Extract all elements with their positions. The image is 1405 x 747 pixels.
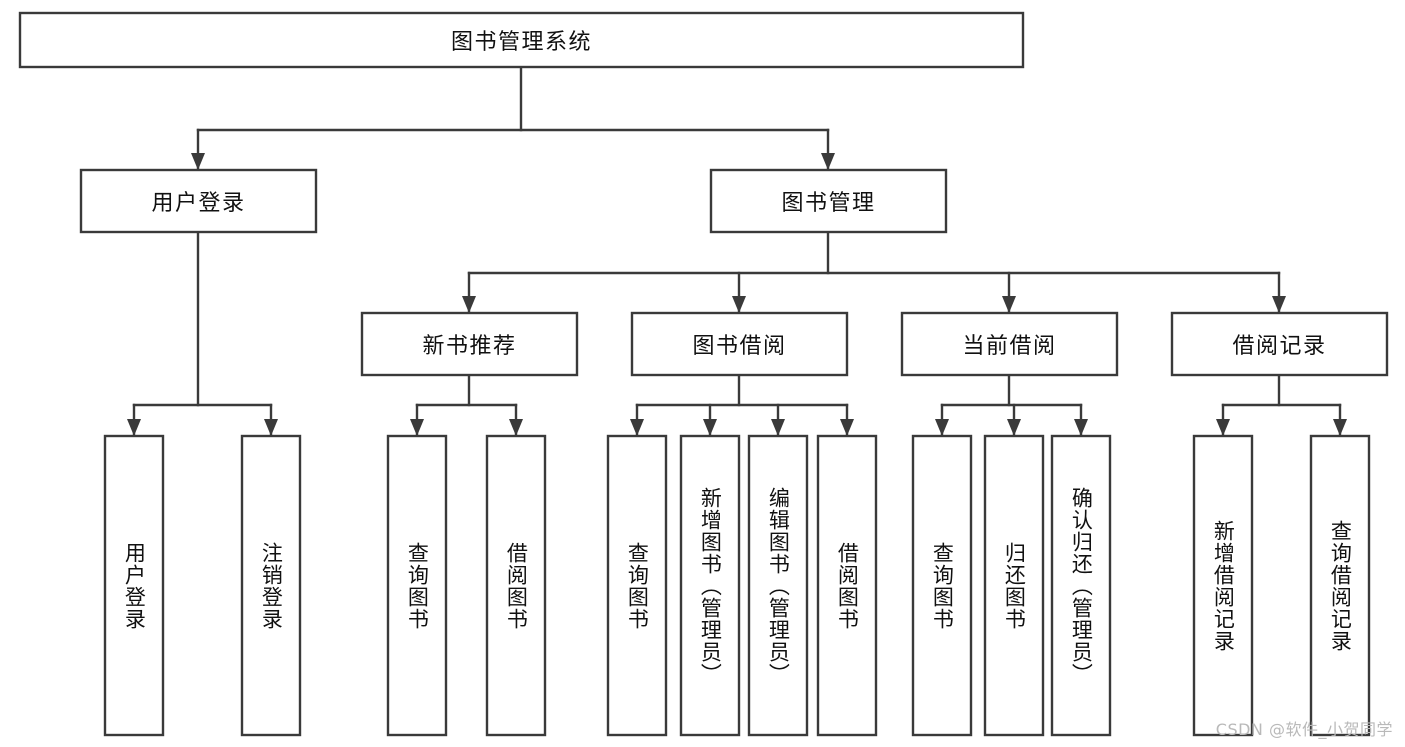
- arrowhead-icon: [462, 296, 476, 313]
- leaf-node-0-box[interactable]: [103, 434, 165, 737]
- level2-node-3-box[interactable]: [1170, 311, 1389, 377]
- arrowhead-icon: [935, 419, 949, 436]
- root-node-box[interactable]: [18, 11, 1025, 69]
- arrowhead-icon: [840, 419, 854, 436]
- arrowhead-icon: [703, 419, 717, 436]
- arrowhead-icon: [732, 296, 746, 313]
- leaf-node-4-box[interactable]: [606, 434, 668, 737]
- arrowhead-icon: [191, 153, 205, 170]
- leaf-node-7-box[interactable]: [816, 434, 878, 737]
- level2-node-1-box[interactable]: [630, 311, 849, 377]
- arrowhead-icon: [127, 419, 141, 436]
- leaf-node-11-box[interactable]: [1192, 434, 1254, 737]
- leaf-node-3-box[interactable]: [485, 434, 547, 737]
- arrowhead-icon: [821, 153, 835, 170]
- leaf-node-12-box[interactable]: [1309, 434, 1371, 737]
- arrowhead-icon: [1216, 419, 1230, 436]
- leaf-node-6-box[interactable]: [747, 434, 809, 737]
- leaf-node-10-box[interactable]: [1050, 434, 1112, 737]
- arrowhead-icon: [1074, 419, 1088, 436]
- leaf-node-2-box[interactable]: [386, 434, 448, 737]
- arrowhead-icon: [1007, 419, 1021, 436]
- arrowhead-icon: [1333, 419, 1347, 436]
- leaf-node-9-box[interactable]: [983, 434, 1045, 737]
- leaf-node-5-box[interactable]: [679, 434, 741, 737]
- arrowhead-icon: [410, 419, 424, 436]
- watermark: CSDN @软件_小贺同学: [1215, 720, 1393, 739]
- level1-node-0-box[interactable]: [79, 168, 318, 234]
- arrowhead-icon: [264, 419, 278, 436]
- leaf-node-1-box[interactable]: [240, 434, 302, 737]
- arrowhead-icon: [771, 419, 785, 436]
- arrowhead-icon: [1002, 296, 1016, 313]
- level2-node-0-box[interactable]: [360, 311, 579, 377]
- level2-node-2-box[interactable]: [900, 311, 1119, 377]
- arrowhead-icon: [630, 419, 644, 436]
- arrowhead-icon: [1272, 296, 1286, 313]
- leaf-node-8-box[interactable]: [911, 434, 973, 737]
- arrowhead-icon: [509, 419, 523, 436]
- level1-node-1-box[interactable]: [709, 168, 948, 234]
